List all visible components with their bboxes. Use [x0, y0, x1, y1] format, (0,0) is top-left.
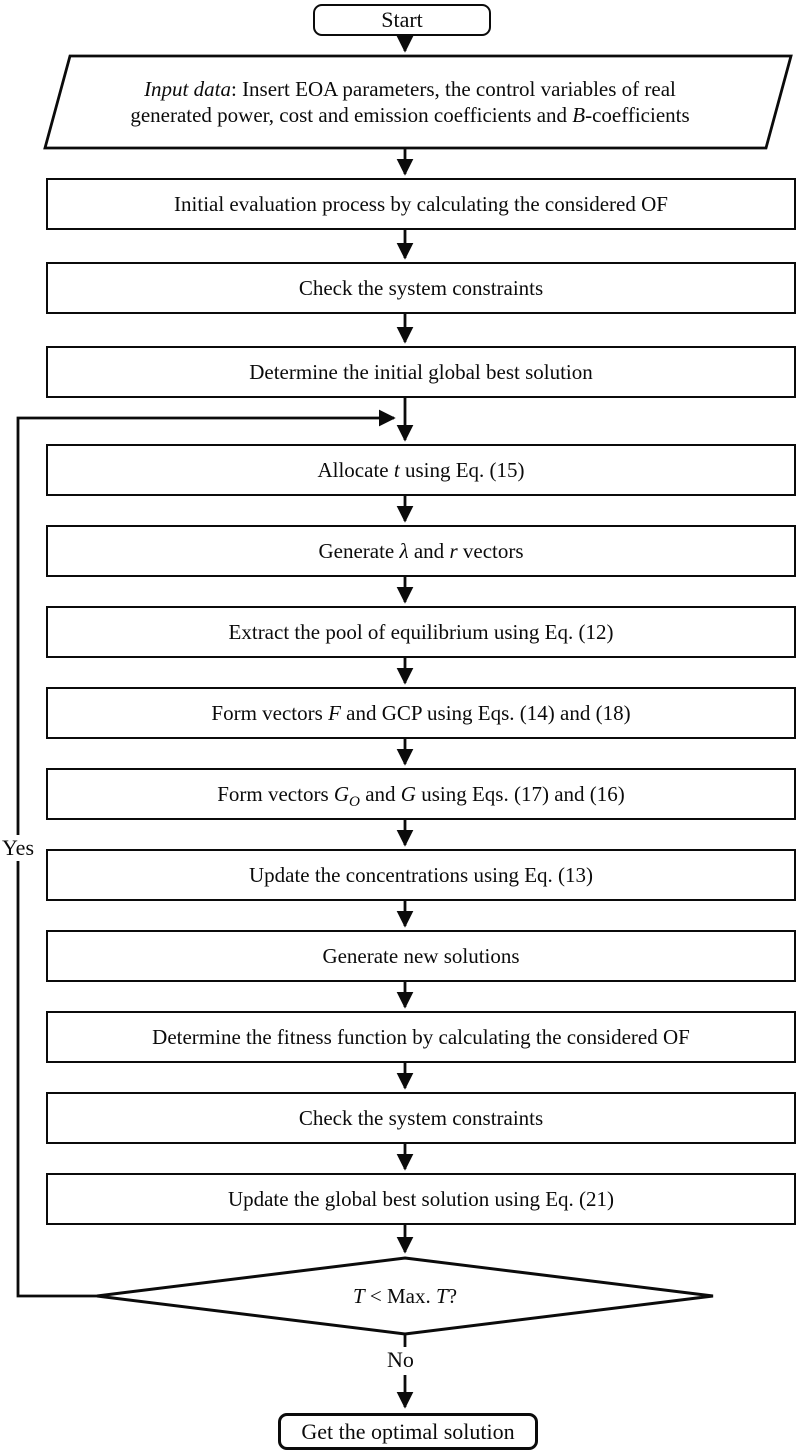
end-label: Get the optimal solution — [301, 1418, 515, 1444]
process-label: Generate new solutions — [322, 943, 520, 968]
process-label: Form vectors F and GCP using Eqs. (14) a… — [211, 700, 631, 725]
process-box-generate-new-solutions: Generate new solutions — [46, 930, 796, 982]
decision-label: T < Max. T? — [352, 1283, 458, 1308]
process-label: Update the global best solution using Eq… — [227, 1186, 615, 1211]
process-label: Determine the fitness function by calcul… — [152, 1024, 690, 1049]
process-label: Initial evaluation process by calculatin… — [174, 191, 668, 216]
process-box-form-f-gcp: Form vectors F and GCP using Eqs. (14) a… — [46, 687, 796, 739]
process-label: Update the concentrations using Eq. (13) — [248, 862, 594, 887]
end-node: Get the optimal solution — [278, 1413, 538, 1450]
start-label: Start — [381, 7, 423, 33]
decision-node: T < Max. T? — [255, 1282, 555, 1310]
process-box-update-global-best: Update the global best solution using Eq… — [46, 1173, 796, 1225]
process-box-generate-lambda-r: Generate λ and r vectors — [46, 525, 796, 577]
process-label: Check the system constraints — [298, 275, 544, 300]
process-label: Generate λ and r vectors — [318, 538, 524, 563]
process-box-extract-pool: Extract the pool of equilibrium using Eq… — [46, 606, 796, 658]
start-node: Start — [313, 4, 491, 36]
process-box-check-constraints-2: Check the system constraints — [46, 1092, 796, 1144]
process-box-initial-global-best: Determine the initial global best soluti… — [46, 346, 796, 398]
process-label: Allocate t using Eq. (15) — [317, 457, 525, 482]
process-label: Check the system constraints — [298, 1105, 544, 1130]
process-box-update-concentrations: Update the concentrations using Eq. (13) — [46, 849, 796, 901]
process-box-initial-evaluation: Initial evaluation process by calculatin… — [46, 178, 796, 230]
process-box-allocate-t: Allocate t using Eq. (15) — [46, 444, 796, 496]
input-data-label: Input data: Insert EOA parameters, the c… — [130, 76, 690, 127]
process-label: Extract the pool of equilibrium using Eq… — [228, 619, 614, 644]
edge-label-yes: Yes — [0, 835, 37, 861]
edge-label-no: No — [385, 1347, 416, 1373]
process-label: Form vectors GO and G using Eqs. (17) an… — [217, 781, 625, 811]
process-box-form-go-g: Form vectors GO and G using Eqs. (17) an… — [46, 768, 796, 820]
process-box-fitness-function: Determine the fitness function by calcul… — [46, 1011, 796, 1063]
input-parallelogram-shape — [43, 54, 793, 150]
process-label: Determine the initial global best soluti… — [249, 359, 593, 384]
process-box-check-constraints-1: Check the system constraints — [46, 262, 796, 314]
input-data-node: Input data: Insert EOA parameters, the c… — [80, 66, 740, 138]
